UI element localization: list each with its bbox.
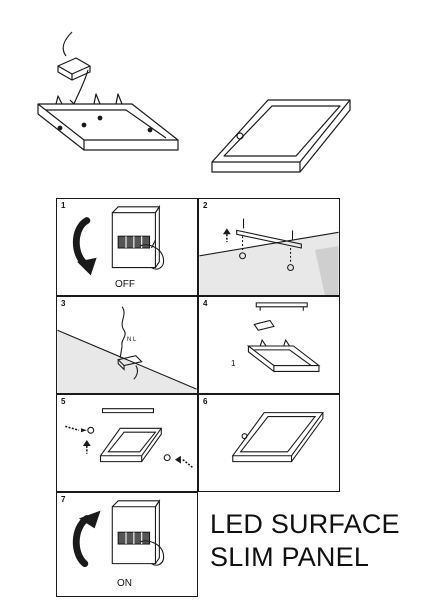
hero-svg xyxy=(37,31,351,173)
switch-on-illustration xyxy=(72,499,165,568)
step-1-panel: 1 OFF xyxy=(56,198,198,296)
step-number: 4 xyxy=(203,299,208,308)
title-line-2: SLIM PANEL xyxy=(210,542,370,572)
step-number: 3 xyxy=(61,299,66,308)
step-7-caption: ON xyxy=(117,578,132,589)
title-line-1: LED SURFACE xyxy=(210,509,400,539)
step-number: 6 xyxy=(203,397,208,406)
open-frame-icon xyxy=(37,93,179,151)
step-3-panel: 3 N L xyxy=(56,296,198,394)
wire-label: N L xyxy=(127,337,137,343)
step-number: 7 xyxy=(61,495,66,504)
step-2-panel: 2 xyxy=(198,198,340,296)
led-driver-icon xyxy=(57,31,91,105)
connect-wires-illustration xyxy=(57,306,197,393)
mount-frame-illustration xyxy=(246,302,321,373)
switch-off-illustration xyxy=(72,205,165,276)
step-5-panel: 5 xyxy=(56,394,198,492)
step-4-marker: 1 xyxy=(231,359,236,368)
rotate-cw-arrow-icon xyxy=(72,510,101,568)
up-arrow-icon xyxy=(222,228,231,243)
push-arrows-icon xyxy=(65,425,194,469)
step-6-panel: 6 xyxy=(198,394,340,492)
finished-panel-icon xyxy=(211,99,351,173)
attach-panel-illustration xyxy=(65,408,194,469)
step-1-caption: OFF xyxy=(115,279,135,290)
product-title: LED SURFACE SLIM PANEL xyxy=(210,508,415,574)
drill-ceiling-illustration xyxy=(199,218,339,295)
instruction-steps-grid: 1 OFF 2 xyxy=(56,198,342,597)
step-7-panel: 7 ON xyxy=(56,492,198,597)
installed-panel-illustration xyxy=(231,412,324,463)
hero-illustrations xyxy=(0,0,425,190)
rotate-ccw-arrow-icon xyxy=(72,217,97,276)
step-number: 5 xyxy=(61,397,66,406)
step-number: 1 xyxy=(61,201,66,210)
step-4-panel: 4 1 xyxy=(198,296,340,394)
step-number: 2 xyxy=(203,201,208,210)
